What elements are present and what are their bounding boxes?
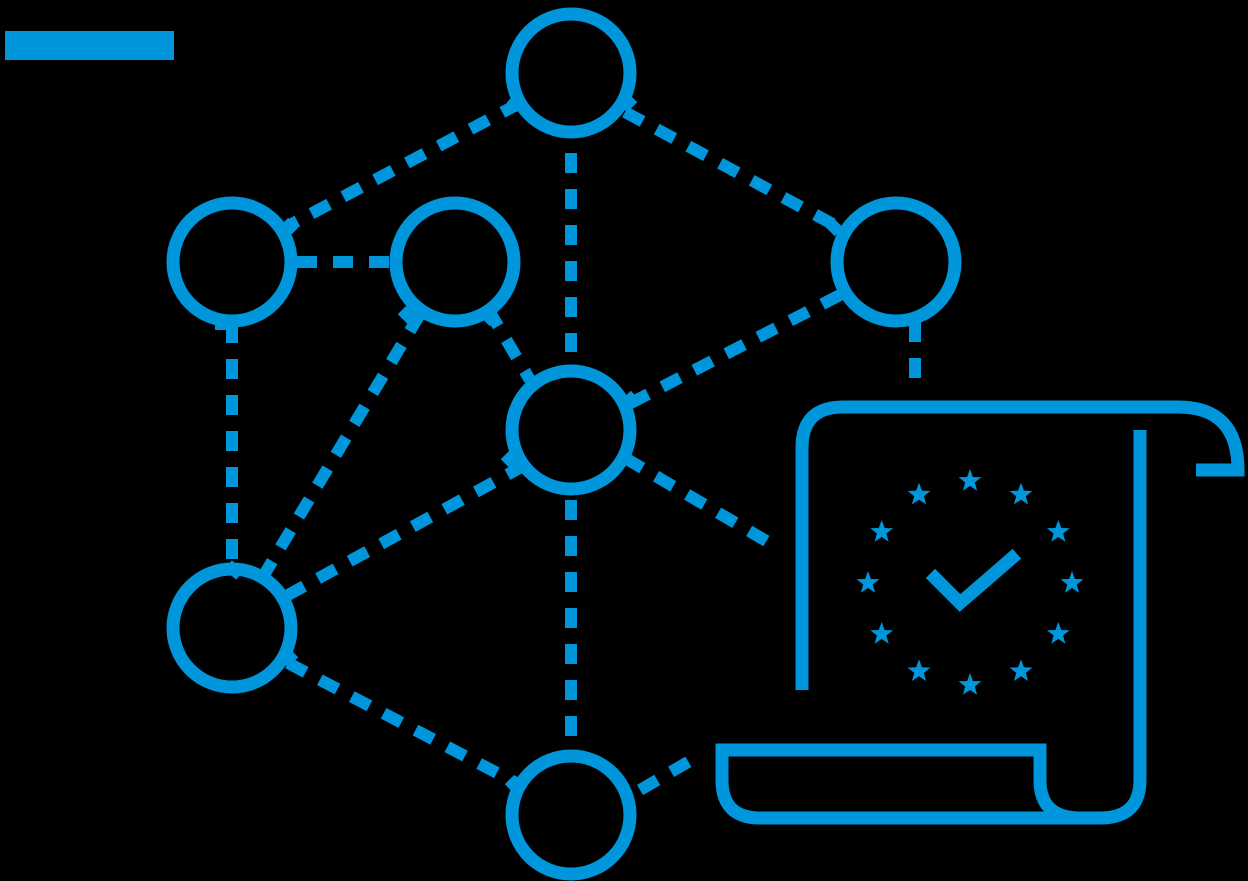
- network-graph-icon: [166, 7, 962, 881]
- star-icon: [856, 571, 880, 593]
- connector-bottomleft-bottom: [285, 657, 523, 791]
- node-left: [166, 196, 298, 328]
- checkmark-icon: [925, 548, 1022, 612]
- eu-stars-ring-icon: [856, 469, 1084, 695]
- document-body: [795, 400, 1245, 690]
- node-bottom: [505, 749, 637, 881]
- star-icon: [1009, 659, 1033, 681]
- connector-top-left: [285, 97, 523, 232]
- node-top: [505, 7, 637, 139]
- star-icon: [870, 520, 894, 542]
- connector-bottom-document: [636, 749, 704, 796]
- document-right-edge: [1080, 430, 1147, 825]
- star-icon: [958, 673, 982, 695]
- star-icon: [907, 659, 931, 681]
- node-center: [505, 364, 637, 496]
- star-icon: [1046, 520, 1070, 542]
- document-backing: [722, 407, 1238, 818]
- connector-center-document: [621, 452, 772, 548]
- connector-leftmid-bottomleft: [258, 310, 426, 579]
- connector-top-right: [622, 106, 843, 234]
- connector-center-bottomleft: [285, 459, 528, 601]
- star-icon: [907, 482, 931, 505]
- star-icon: [1046, 622, 1070, 644]
- star-icon: [1009, 482, 1033, 505]
- connector-right-center: [624, 289, 843, 411]
- document-bottom-curl: [715, 743, 1081, 825]
- star-icon: [1060, 571, 1084, 593]
- star-icon: [870, 622, 894, 644]
- node-left-mid: [389, 196, 521, 328]
- scroll-document-icon: [715, 400, 1245, 825]
- node-bottom-left: [166, 562, 298, 694]
- node-right: [830, 196, 962, 328]
- accent-bar: [5, 31, 174, 60]
- node-notches: [215, 93, 921, 795]
- star-icon: [958, 469, 982, 491]
